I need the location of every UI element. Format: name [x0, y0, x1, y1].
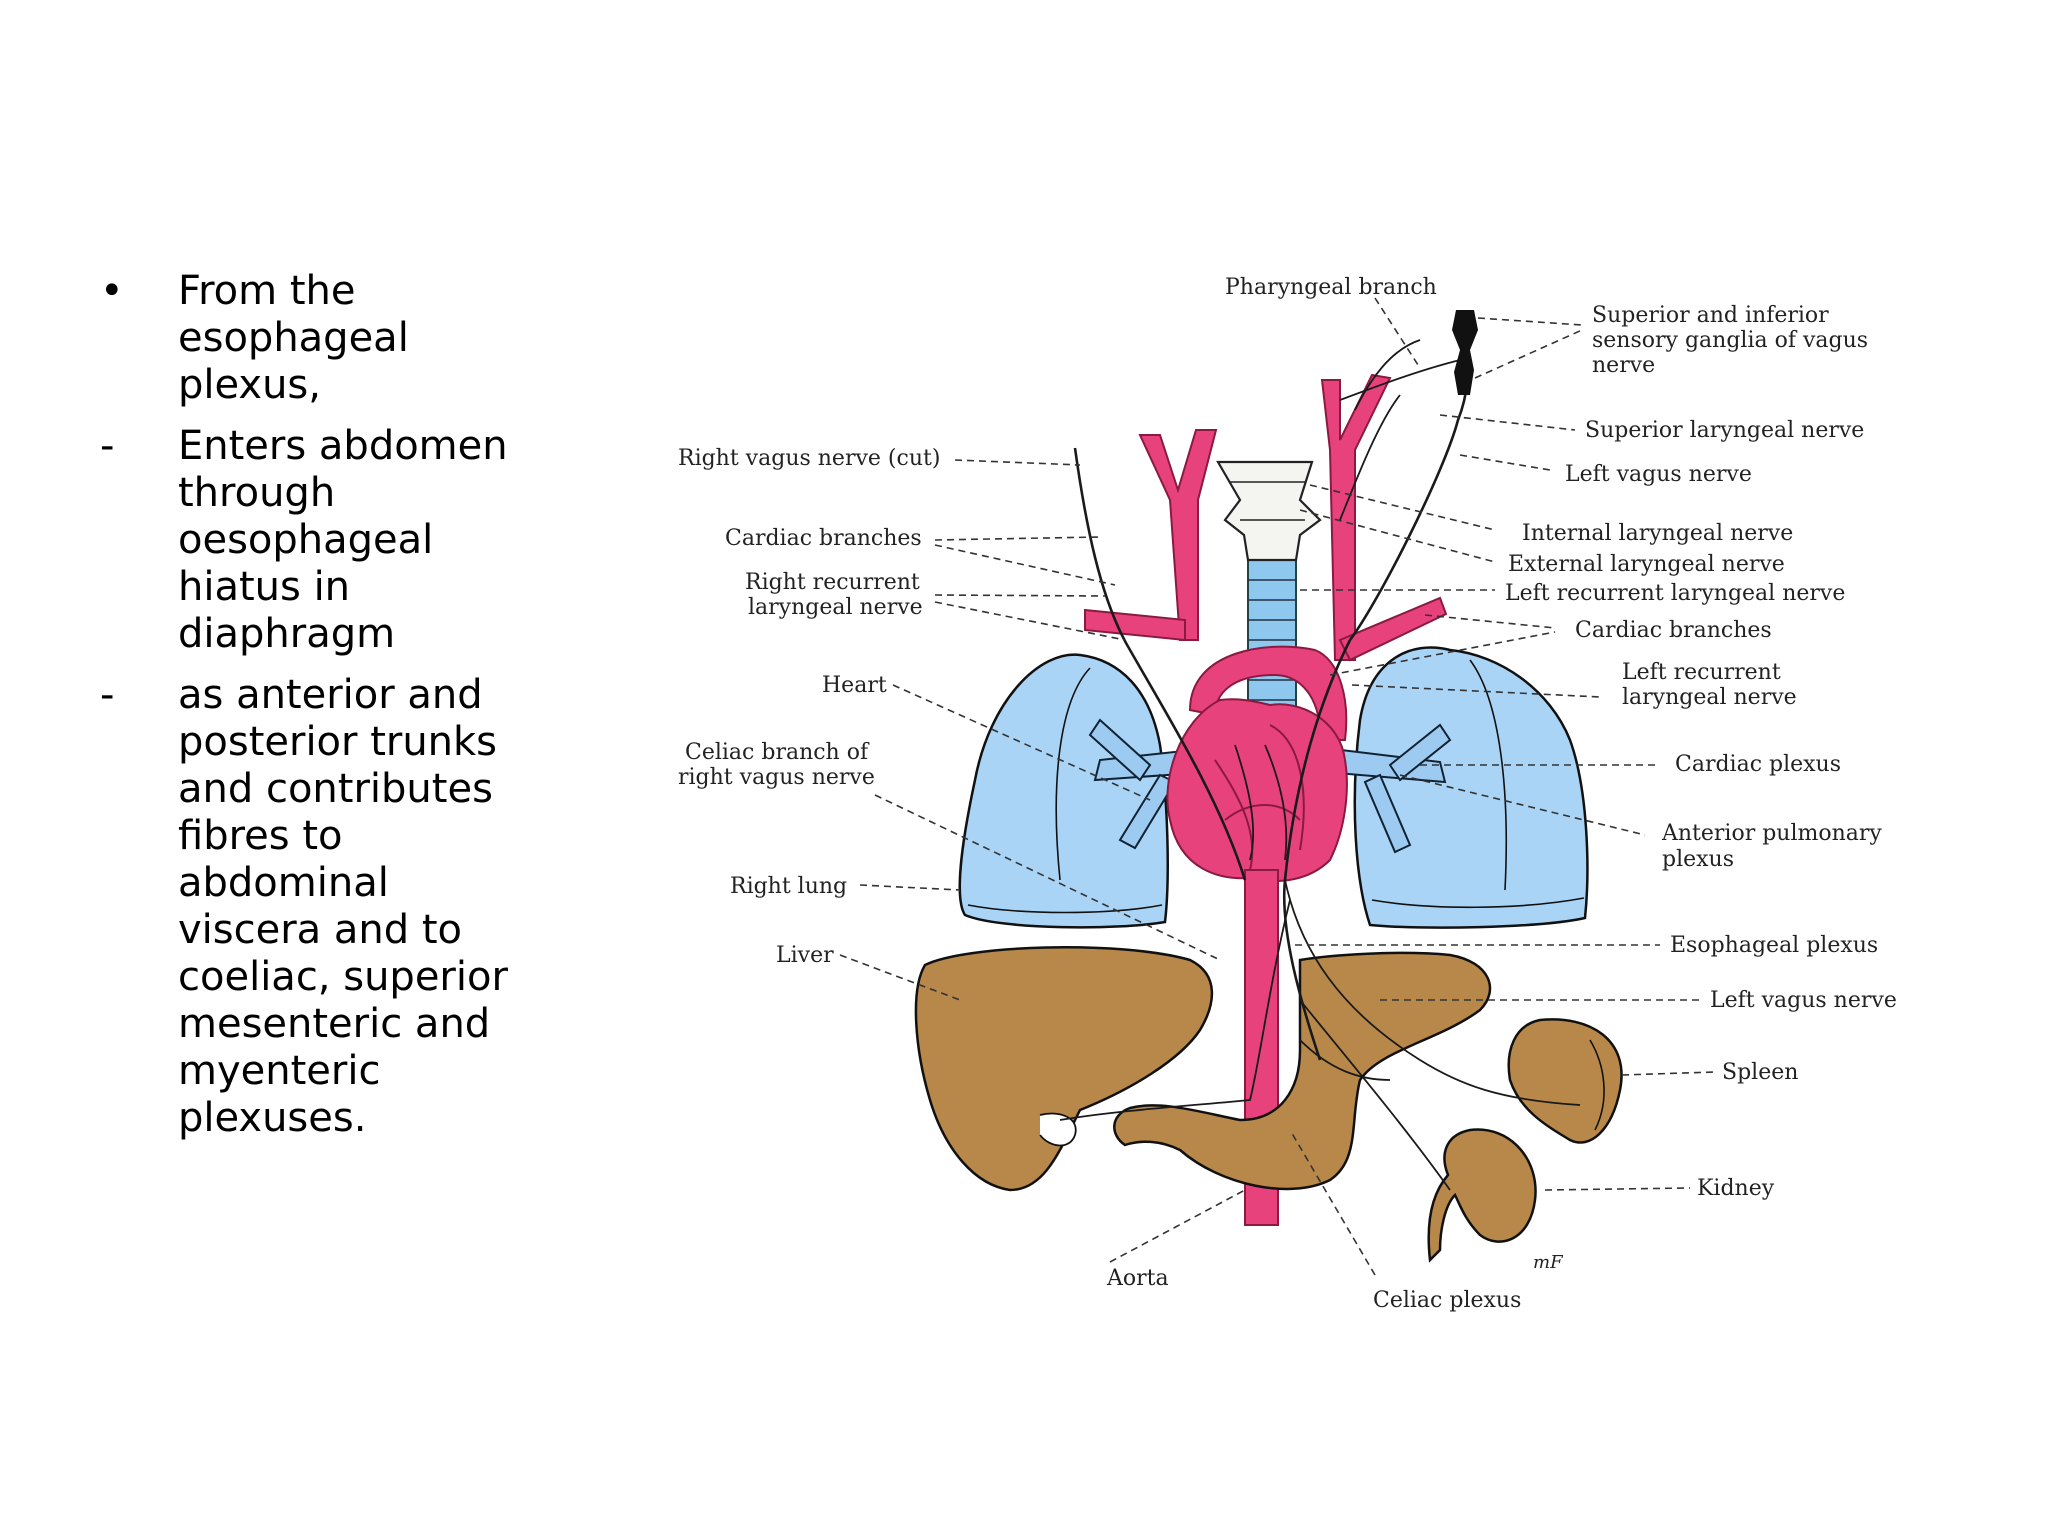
bullet-marker: -: [100, 672, 115, 718]
left-carotid-artery: [1320, 373, 1392, 661]
right-subclavian-artery: [1084, 608, 1186, 642]
label-cardiac-plexus: Cardiac plexus: [1675, 752, 1841, 777]
label-spleen: Spleen: [1722, 1060, 1798, 1085]
liver: [914, 946, 1214, 1192]
leader-lines: [839, 297, 1716, 1276]
bullet-item: - Enters abdomen through oesophageal hia…: [90, 423, 530, 658]
label-pharyngeal-branch: Pharyngeal branch: [1225, 275, 1437, 300]
label-superior-laryngeal: Superior laryngeal nerve: [1585, 418, 1864, 443]
label-left-recurrent-2-line-2: laryngeal nerve: [1622, 685, 1797, 710]
label-heart: Heart: [822, 673, 887, 698]
label-esophageal-plexus: Esophageal plexus: [1670, 933, 1878, 958]
label-celiac-plexus: Celiac plexus: [1373, 1288, 1521, 1313]
label-right-vagus-cut: Right vagus nerve (cut): [678, 446, 940, 471]
label-cardiac-branches-right: Cardiac branches: [1575, 618, 1772, 643]
label-left-recurrent-2-line-1: Left recurrent: [1622, 660, 1781, 685]
label-ganglia-line-1: Superior and inferior: [1592, 303, 1829, 328]
label-celiac-branch-line-2: right vagus nerve: [678, 765, 875, 790]
label-aorta: Aorta: [1106, 1266, 1169, 1291]
label-liver: Liver: [776, 943, 834, 968]
label-left-recurrent-laryngeal: Left recurrent laryngeal nerve: [1505, 581, 1845, 606]
label-ganglia-line-2: sensory ganglia of vagus: [1592, 328, 1868, 353]
label-anterior-pulmonary-line-2: plexus: [1662, 847, 1734, 872]
label-left-vagus-top: Left vagus nerve: [1565, 462, 1752, 487]
bullet-marker: •: [100, 268, 124, 314]
bullet-list: • From the esophageal plexus, - Enters a…: [90, 268, 530, 1156]
label-ganglia-line-3: nerve: [1592, 353, 1655, 378]
label-right-lung: Right lung: [730, 874, 847, 899]
right-lung: [958, 653, 1169, 929]
label-external-laryngeal: External laryngeal nerve: [1508, 552, 1785, 577]
spleen: [1507, 1018, 1623, 1144]
label-left-vagus-bottom: Left vagus nerve: [1710, 988, 1897, 1013]
left-subclavian-artery: [1338, 596, 1448, 662]
vagus-nerves: [1059, 324, 1581, 1191]
vagus-ganglia: [1452, 310, 1478, 395]
bullet-marker: -: [100, 423, 115, 469]
kidney: [1427, 1128, 1537, 1263]
label-kidney: Kidney: [1697, 1176, 1775, 1201]
illustrator-signature: mF: [1533, 1252, 1564, 1273]
stomach: [1113, 951, 1492, 1191]
label-right-recurrent-line-1: Right recurrent: [745, 570, 920, 595]
aortic-arch: [1188, 645, 1348, 741]
bullet-text: From the esophageal plexus,: [178, 268, 409, 408]
label-cardiac-branches-left: Cardiac branches: [725, 526, 922, 551]
label-internal-laryngeal: Internal laryngeal nerve: [1522, 521, 1793, 546]
bullet-item: • From the esophageal plexus,: [90, 268, 530, 409]
left-lung: [1353, 646, 1589, 929]
heart: [1166, 698, 1348, 882]
larynx: [1216, 460, 1322, 562]
bullet-text: Enters abdomen through oesophageal hiatu…: [178, 423, 508, 657]
bullet-text: as anterior and posterior trunks and con…: [178, 672, 508, 1141]
label-anterior-pulmonary-line-1: Anterior pulmonary: [1661, 821, 1882, 846]
right-carotid-artery: [1138, 429, 1218, 641]
label-right-recurrent-line-2: laryngeal nerve: [748, 595, 923, 620]
bullet-item: - as anterior and posterior trunks and c…: [90, 672, 530, 1142]
label-celiac-branch-line-1: Celiac branch of: [685, 740, 870, 765]
